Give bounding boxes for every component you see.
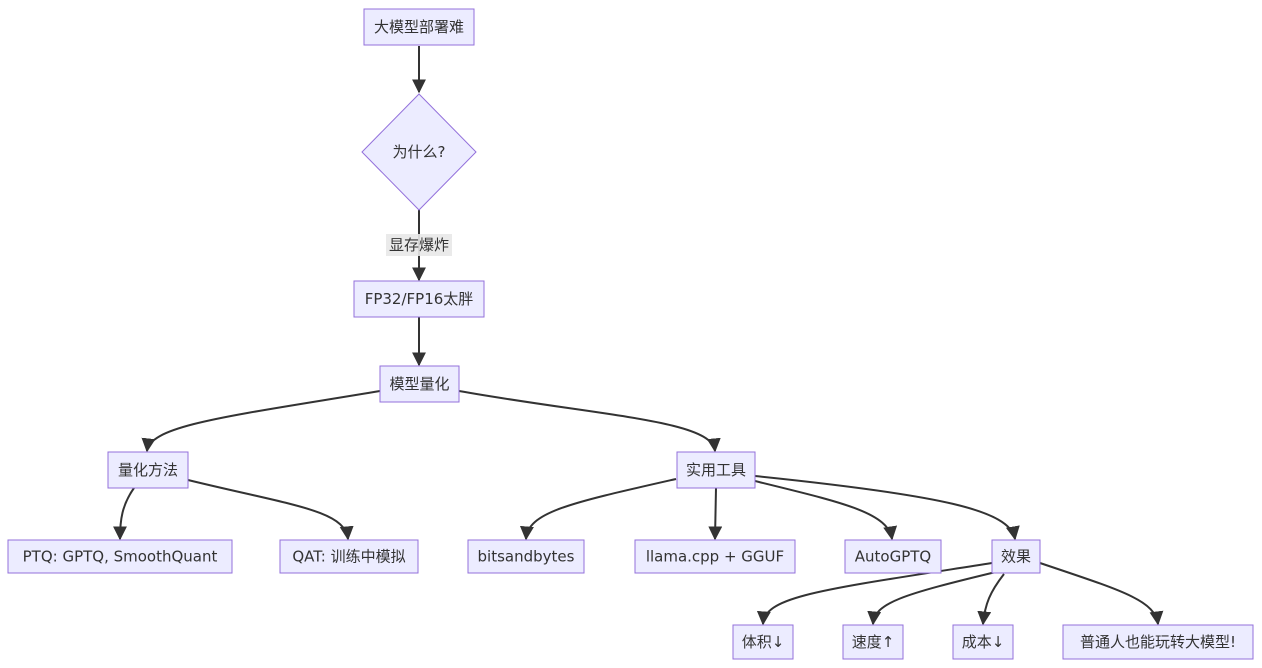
edge-methods-qat: [187, 479, 354, 541]
edge-tools-autogptq: [754, 480, 898, 541]
node-effect-label: 效果: [1001, 548, 1031, 566]
node-speed-label: 速度↑: [852, 633, 895, 651]
node-why-label: 为什么?: [393, 143, 446, 161]
edge-label-memory: 显存爆炸: [386, 234, 452, 256]
node-tools-label: 实用工具: [686, 461, 746, 479]
edge-tools-effect: [754, 475, 1020, 541]
edge-tools-llama: [708, 487, 723, 541]
edge-quant-methods: [141, 390, 381, 453]
node-ptq-label: PTQ: GPTQ, SmoothQuant: [23, 548, 218, 566]
node-fat: FP32/FP16太胖: [353, 280, 485, 318]
node-everyone: 普通人也能玩转大模型!: [1062, 624, 1254, 660]
edge-effect-speed: [867, 570, 1001, 626]
edge-methods-ptq: [113, 487, 135, 541]
node-cost-label: 成本↓: [962, 633, 1005, 651]
node-cost: 成本↓: [952, 624, 1014, 660]
node-llama-label: llama.cpp + GGUF: [646, 548, 784, 566]
node-methods: 量化方法: [107, 451, 189, 489]
node-everyone-label: 普通人也能玩转大模型!: [1080, 633, 1236, 651]
node-hard-label: 大模型部署难: [374, 18, 464, 36]
node-llama: llama.cpp + GGUF: [634, 539, 796, 574]
edges: [113, 46, 1164, 626]
node-autogptq-label: AutoGPTQ: [855, 548, 931, 566]
node-bitsandbytes: bitsandbytes: [467, 539, 585, 574]
node-effect: 效果: [991, 539, 1041, 574]
node-quant-label: 模型量化: [389, 375, 449, 393]
node-qat-label: QAT: 训练中模拟: [292, 548, 405, 566]
node-speed: 速度↑: [842, 624, 904, 660]
edge-label-text: 显存爆炸: [389, 236, 449, 254]
node-size: 体积↓: [732, 624, 794, 660]
node-methods-label: 量化方法: [118, 461, 178, 479]
node-bitsandbytes-label: bitsandbytes: [478, 548, 575, 566]
node-qat: QAT: 训练中模拟: [279, 539, 419, 574]
edge-quant-tools: [458, 390, 721, 453]
edge-effect-everyone: [1039, 562, 1164, 626]
node-quant: 模型量化: [379, 365, 460, 403]
node-autogptq: AutoGPTQ: [844, 539, 942, 574]
node-ptq: PTQ: GPTQ, SmoothQuant: [7, 539, 233, 574]
node-why-decision: 为什么?: [361, 93, 477, 211]
edge-effect-cost: [977, 573, 1005, 626]
edge-tools-bnb: [519, 478, 677, 541]
node-hard: 大模型部署难: [363, 8, 475, 46]
node-size-label: 体积↓: [742, 633, 785, 651]
node-fat-label: FP32/FP16太胖: [365, 290, 474, 308]
node-tools: 实用工具: [676, 451, 756, 489]
